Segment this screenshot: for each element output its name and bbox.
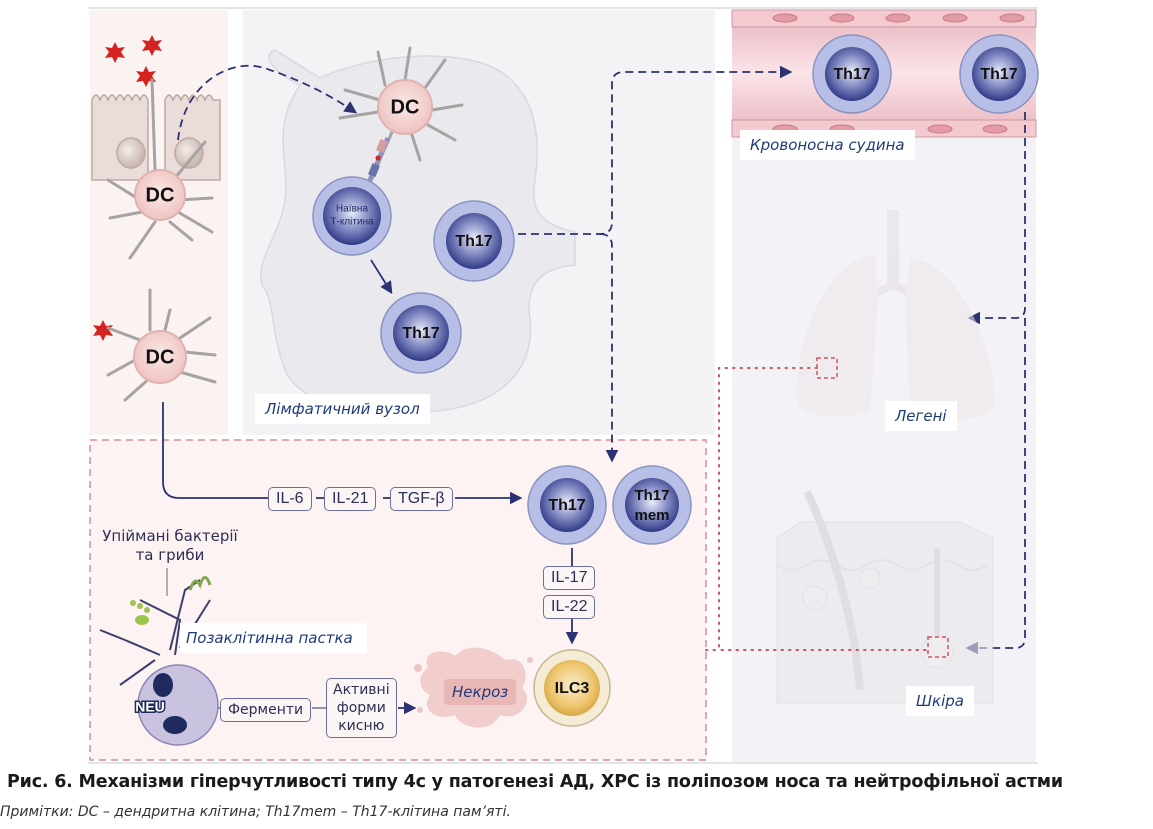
th17-label: Th17 bbox=[980, 66, 1017, 83]
dc-label: DC bbox=[391, 96, 420, 118]
necrosis-label: Некроз bbox=[444, 679, 517, 705]
dc-tissue bbox=[106, 288, 217, 402]
th17-tissue bbox=[527, 465, 607, 545]
th17-memory bbox=[612, 465, 692, 545]
vessel-to-lungs-arrow bbox=[967, 112, 1026, 325]
naive-t-cell bbox=[312, 176, 392, 256]
th17-node-right bbox=[433, 200, 515, 282]
ilc3-label: ILC3 bbox=[555, 680, 590, 697]
naive-t-label-line2: Т-клітина bbox=[330, 217, 374, 228]
lungs-illustration bbox=[796, 210, 995, 420]
cytokine-il6: IL-6 bbox=[268, 487, 312, 511]
lymph-node-shape bbox=[260, 49, 576, 414]
skin-focus-box bbox=[927, 636, 949, 658]
antigen-icon bbox=[142, 35, 162, 56]
ros-line1: Активні bbox=[333, 682, 390, 698]
dc-label: DC bbox=[146, 346, 175, 368]
bacteria-fungi bbox=[130, 576, 212, 625]
trapped-microbes-label: Упіймані бактерії та гриби bbox=[95, 527, 245, 565]
neu-label: NEU bbox=[135, 699, 165, 715]
th17-node-bottom bbox=[380, 292, 462, 374]
net-trap-label: Позаклітинна пастка bbox=[180, 623, 367, 653]
antigen-stars bbox=[93, 35, 162, 341]
lymph-node-label: Лімфатичний вузол bbox=[255, 394, 430, 424]
dc-to-cytokines-line bbox=[162, 402, 268, 499]
th17-vessel-2 bbox=[959, 34, 1039, 114]
trapped-label-line1: Упіймані бактерії bbox=[102, 527, 238, 545]
lungs-label: Легені bbox=[885, 401, 957, 431]
figure-caption-note: Примітки: DC – дендритна клітина; Th17me… bbox=[0, 804, 511, 820]
blood-vessel-label: Кровоносна судина bbox=[740, 130, 915, 160]
figure-caption-title: Рис. 6. Механізми гіперчутливості типу 4… bbox=[7, 772, 1063, 792]
th17-label: Th17 bbox=[455, 233, 492, 250]
cytokine-il17: IL-17 bbox=[543, 566, 596, 590]
enzymes-box: Ферменти bbox=[220, 698, 312, 722]
mhc-tcr-connector bbox=[365, 137, 391, 186]
cytokine-tgfb: TGF-β bbox=[390, 487, 453, 511]
cytokine-il22: IL-22 bbox=[543, 595, 596, 619]
epithelium-cells bbox=[91, 94, 221, 181]
th17-to-vessel-arrow bbox=[518, 65, 793, 235]
th17-label: Th17 bbox=[833, 66, 870, 83]
tissue-to-organs-dotted-line bbox=[718, 367, 929, 651]
th17-to-tissue-arrow bbox=[599, 233, 619, 463]
ros-line2: форми bbox=[336, 700, 386, 716]
skin-label: Шкіра bbox=[906, 686, 974, 716]
th17mem-label-line1: Th17 bbox=[634, 487, 669, 504]
differentiation-arrow bbox=[370, 259, 393, 295]
trapped-label-line2: та гриби bbox=[135, 546, 205, 564]
cytokine-il21: IL-21 bbox=[324, 487, 377, 511]
dc-label: DC bbox=[146, 184, 175, 206]
dc-epithelium bbox=[106, 78, 214, 260]
vessel-to-skin-arrow bbox=[965, 318, 1026, 655]
naive-t-label-line1: Наївна bbox=[336, 204, 368, 215]
ilc3-cell bbox=[533, 649, 611, 727]
th17-label: Th17 bbox=[548, 497, 585, 514]
th17mem-label-line2: mem bbox=[634, 507, 669, 524]
neutrophil bbox=[137, 664, 219, 746]
skin-illustration bbox=[776, 490, 994, 704]
antigen-icon bbox=[105, 42, 125, 63]
ros-box: Активні форми кисню bbox=[326, 678, 397, 738]
figure-diagram: DC DC DC Наївна Т-клітина bbox=[88, 7, 1039, 764]
antigen-icon bbox=[136, 66, 156, 87]
th17-label: Th17 bbox=[402, 325, 439, 342]
dc-migration-arrow bbox=[177, 64, 358, 141]
ros-line3: кисню bbox=[338, 718, 385, 734]
th17-vessel-1 bbox=[812, 34, 892, 114]
antigen-icon bbox=[93, 320, 113, 341]
